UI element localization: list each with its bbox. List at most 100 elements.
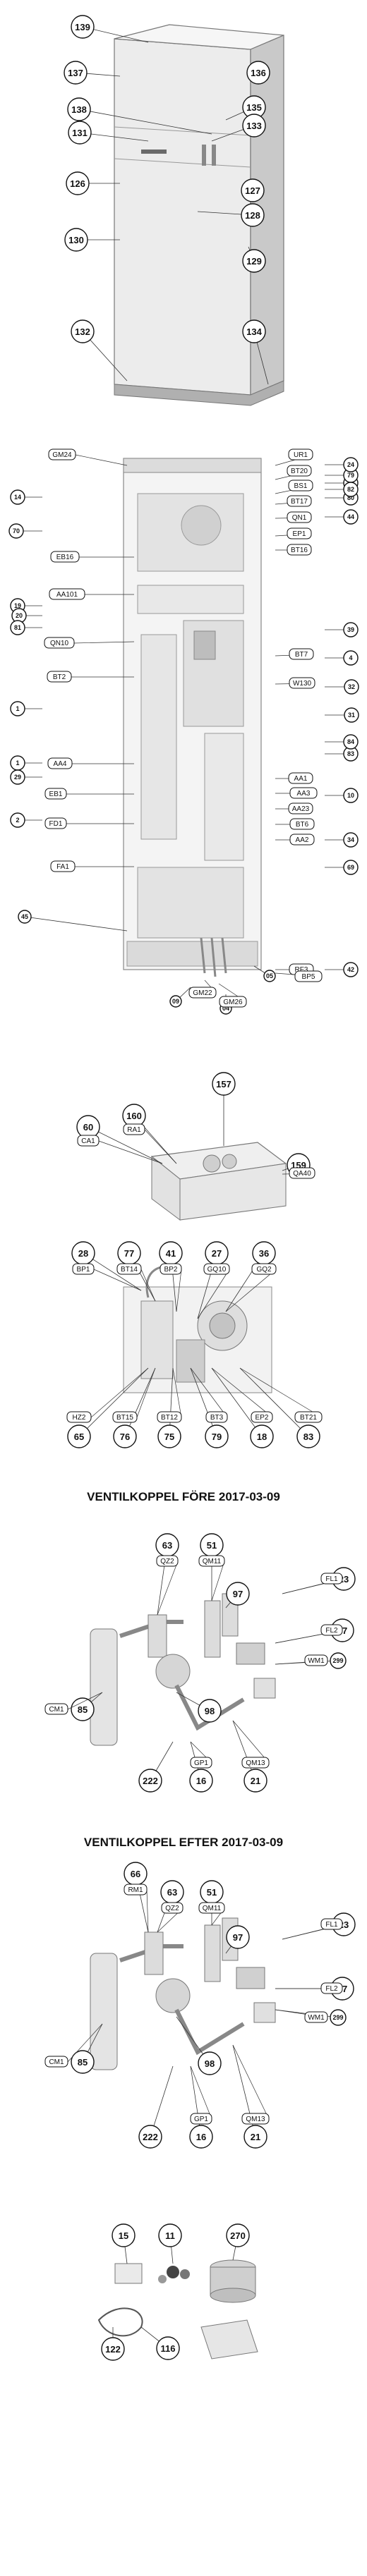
- component-code: QZ2: [165, 1905, 179, 1912]
- callout-number: 83: [347, 750, 354, 757]
- callout-number: 44: [347, 513, 354, 520]
- callout-accessories-4: 116: [140, 2326, 180, 2360]
- callout-number: 270: [230, 2230, 246, 2241]
- component-label-interior-11: BT2: [47, 671, 134, 683]
- component-code: BP1: [77, 1266, 90, 1274]
- callout-cabinet-9: 128: [197, 203, 265, 227]
- callout-pump_detail-9: 18: [211, 1367, 274, 1448]
- callout-number: 45: [21, 913, 28, 920]
- component-label-interior-2: BT20: [275, 465, 312, 480]
- callout-cabinet-1: 137: [64, 61, 121, 85]
- component-code: RA1: [127, 1126, 141, 1134]
- callout-pump_detail-6: 76: [113, 1367, 156, 1448]
- callout-valve_after-9: 16: [189, 2065, 213, 2149]
- callout-number: 76: [120, 1432, 130, 1442]
- component-code: FD1: [49, 820, 63, 828]
- callout-number: 24: [347, 461, 354, 468]
- component-label-interior-16: FD1: [44, 817, 134, 829]
- callout-interior-21: 39: [325, 622, 359, 637]
- component-code: EB16: [56, 554, 74, 561]
- component-code: CM1: [49, 2058, 64, 2066]
- component-code: BP2: [164, 1266, 178, 1274]
- callout-number: 1: [16, 705, 19, 712]
- component-code: QM13: [246, 1759, 265, 1767]
- component-code: BT2: [53, 673, 66, 681]
- callout-number: 97: [233, 1932, 243, 1943]
- callout-number: 32: [348, 683, 355, 690]
- component-code: QZ2: [160, 1558, 174, 1565]
- callout-cabinet-5: 131: [68, 121, 149, 145]
- component-label-interior-22: FA1: [50, 860, 134, 872]
- component-label-valve_before-6: GP1: [190, 1741, 212, 1769]
- component-label-valve_after-3: FL1: [282, 1918, 343, 1940]
- callout-number: 1: [16, 759, 19, 767]
- callout-number: 10: [347, 792, 354, 799]
- component-label-interior-20: BT6: [275, 818, 315, 830]
- component-code: QN10: [50, 640, 69, 647]
- callout-number: 04: [222, 1005, 229, 1012]
- callout-number: 27: [212, 1248, 222, 1259]
- component-code: AA101: [56, 591, 78, 599]
- callout-accessories-2: 270: [226, 2223, 250, 2261]
- component-label-interior-5: QN1: [275, 511, 312, 523]
- callout-number: 116: [161, 2343, 176, 2354]
- component-label-interior-1: UR1: [275, 448, 313, 466]
- callout-number: 139: [75, 22, 90, 32]
- callout-number: 70: [13, 527, 20, 535]
- callout-interior-0: 14: [10, 489, 42, 505]
- callout-number: 81: [14, 624, 21, 631]
- callout-cabinet-3: 138: [67, 97, 212, 135]
- component-code: FA1: [56, 863, 69, 871]
- callout-valve_before-9: 21: [232, 1720, 267, 1793]
- callout-number: 14: [14, 494, 21, 501]
- component-code: EP2: [255, 1414, 269, 1422]
- component-code: EB1: [49, 790, 63, 798]
- component-label-interior-14: AA4: [47, 757, 134, 769]
- component-label-interior-7: BT16: [275, 544, 312, 556]
- callout-number: 2: [16, 817, 19, 824]
- component-code: BT3: [210, 1414, 224, 1422]
- callout-valve_before-8: 16: [189, 1741, 213, 1793]
- callout-number: 79: [347, 472, 354, 479]
- callout-number: 83: [303, 1432, 313, 1442]
- component-label-pump_detail-0: BP1: [72, 1263, 142, 1291]
- component-code: BT16: [291, 547, 308, 554]
- component-label-interior-0: GM24: [48, 448, 128, 466]
- callout-number: 299: [332, 2014, 343, 2021]
- component-label-valve_after-7: GP1: [190, 2065, 212, 2125]
- component-label-valve_after-2: QM11: [198, 1902, 225, 1926]
- callout-interior-19: 84: [325, 734, 359, 750]
- callout-top_detail-2: 60: [76, 1115, 163, 1164]
- component-code: HZ2: [73, 1414, 86, 1422]
- component-label-top_detail-0: RA1: [123, 1123, 177, 1164]
- callout-number: 299: [332, 1657, 343, 1664]
- callout-interior-24: 69: [325, 860, 359, 875]
- callout-number: 20: [16, 612, 23, 619]
- callout-number: 79: [212, 1432, 222, 1442]
- callout-cabinet-8: 127: [241, 178, 265, 202]
- callout-number: 09: [172, 998, 179, 1005]
- component-label-pump_detail-8: BT3: [190, 1367, 228, 1423]
- callout-pump_detail-0: 28: [71, 1241, 142, 1291]
- callout-number: 60: [83, 1122, 93, 1133]
- component-label-pump_detail-7: BT12: [157, 1367, 182, 1423]
- component-code: AA2: [296, 836, 309, 844]
- component-code: W130: [293, 680, 312, 688]
- callout-valve_before-6: 98: [176, 1692, 222, 1723]
- callout-number: 131: [72, 128, 88, 138]
- callout-number: 132: [75, 326, 90, 337]
- callout-number: 160: [126, 1111, 142, 1121]
- callout-number: 63: [167, 1887, 177, 1898]
- component-code: AA4: [54, 760, 67, 768]
- callout-valve_before-5: 85: [71, 1692, 103, 1721]
- callout-valve_after-10: 21: [232, 2044, 267, 2149]
- component-code: AA23: [292, 805, 310, 813]
- callout-number: 97: [233, 1589, 243, 1599]
- component-code: BT6: [296, 821, 309, 829]
- callout-number: 222: [143, 2132, 158, 2142]
- component-code: GP1: [194, 1759, 208, 1767]
- callout-number: 137: [68, 68, 83, 78]
- component-label-interior-18: AA3: [275, 787, 318, 799]
- component-label-valve_before-3: FL2: [275, 1624, 343, 1644]
